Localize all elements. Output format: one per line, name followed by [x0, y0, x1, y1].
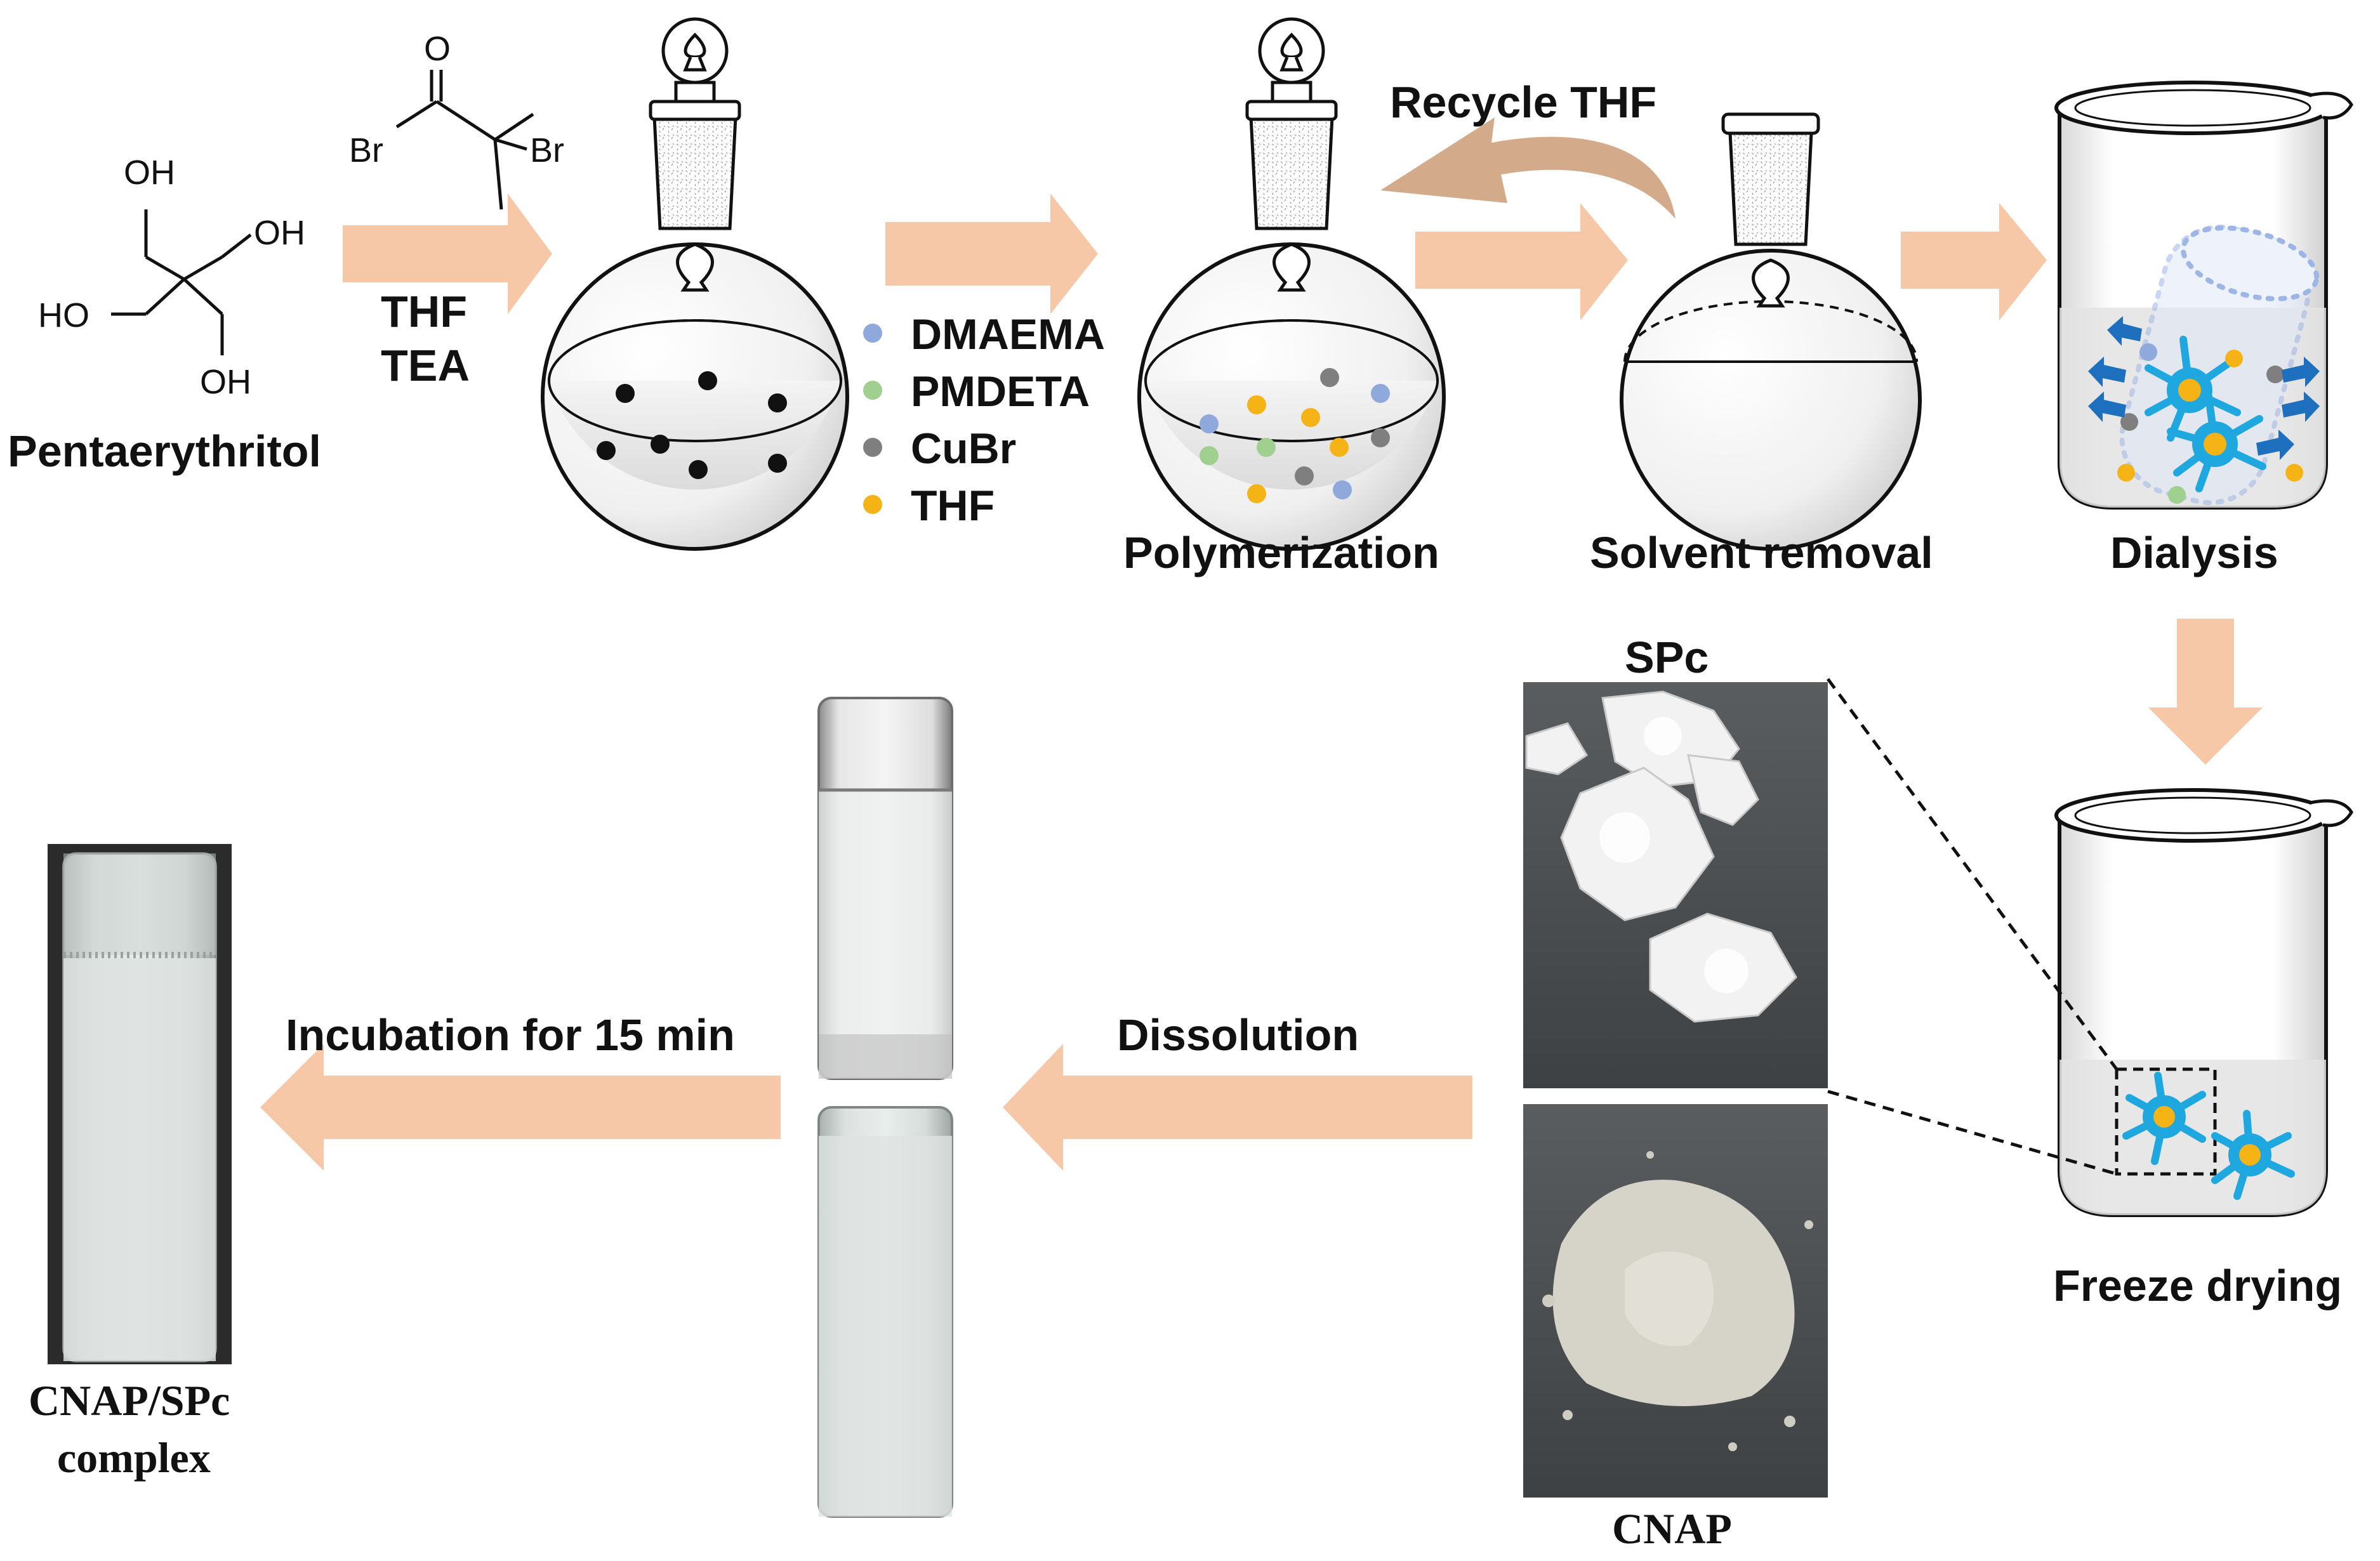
zoom-lines: [1826, 678, 2119, 1176]
br-label-2: Br: [530, 131, 564, 169]
legend-item-thf: THF: [863, 482, 995, 530]
pentaerythritol-label: Pentaerythritol: [8, 426, 321, 476]
dissolution-label: Dissolution: [1117, 1010, 1359, 1060]
spc-label: SPc: [1625, 633, 1709, 682]
beaker-freeze-drying: [2054, 788, 2353, 1217]
flask-initiator: [541, 17, 849, 551]
oxygen-label: O: [424, 30, 451, 68]
legend-dot-pmdeta: [863, 381, 882, 400]
br-label-1: Br: [349, 131, 383, 169]
legend-label-cubr: CuBr: [911, 425, 1016, 473]
bromoisobutyryl-bromide-structure: [395, 70, 534, 210]
flask-polymerization: [1137, 17, 1446, 551]
spc-photo: [1523, 682, 1828, 1088]
legend-item-pmdeta: PMDETA: [863, 367, 1090, 416]
vial-photo-clear: [806, 688, 965, 1082]
micelle-icon: [2211, 1110, 2295, 1200]
legend-item-dmaema: DMAEMA: [863, 310, 1105, 359]
flask-solvent-removal: [1620, 112, 1922, 551]
legend-dot-cubr: [863, 438, 882, 457]
cnap-label: CNAP: [1612, 1505, 1732, 1553]
recycle-thf-label: Recycle THF: [1390, 77, 1656, 127]
recycle-arrow: [1380, 117, 1676, 219]
pentaerythritol-structure: [111, 209, 252, 355]
legend-dot-thf: [863, 495, 882, 514]
reaction-particles: [1200, 368, 1390, 503]
incubation-label: Incubation for 15 min: [286, 1010, 735, 1060]
micelle-icon: [2167, 393, 2266, 492]
legend-label-thf: THF: [911, 482, 995, 530]
ho-label: HO: [38, 296, 89, 334]
vial-photo-complex: [48, 844, 232, 1364]
zoom-box: [2115, 1067, 2217, 1176]
arrow-to-freeze-drying: [2148, 619, 2263, 765]
complex-label-line2: complex: [57, 1433, 211, 1482]
dialysis-particles: [2117, 343, 2303, 504]
oh-label-2: OH: [254, 214, 305, 252]
dialysis-label: Dialysis: [2110, 528, 2278, 577]
oh-label-1: OH: [124, 154, 175, 192]
legend-label-pmdeta: PMDETA: [911, 367, 1090, 416]
legend-dot-dmaema: [863, 324, 882, 343]
arrow-incubation: [260, 1044, 781, 1171]
stopper-icon: [649, 17, 741, 230]
beaker-dialysis: [2054, 81, 2353, 510]
arrow-to-dialysis: [1901, 203, 2047, 320]
polymerization-label: Polymerization: [1123, 528, 1439, 577]
oh-label-3: OH: [200, 363, 251, 401]
reagent-tea-label: TEA: [381, 341, 470, 390]
vial-photo-milky: [806, 1098, 965, 1518]
micelle-icon: [2145, 336, 2241, 442]
solvent-removal-label: Solvent removal: [1590, 528, 1933, 577]
complex-label-line1: CNAP/SPc: [29, 1376, 230, 1425]
reagent-legend: DMAEMA PMDETA CuBr THF: [863, 310, 1105, 530]
micelle-icon: [2122, 1072, 2206, 1165]
outflow-arrow-icons: [2088, 316, 2320, 460]
legend-label-dmaema: DMAEMA: [911, 310, 1105, 359]
arrow-to-polymerization: [885, 194, 1098, 314]
reagent-thf-label: THF: [381, 287, 467, 336]
cnap-photo: [1523, 1104, 1828, 1498]
arrow-esterification: [343, 194, 552, 314]
freeze-drying-label: Freeze drying: [2053, 1261, 2342, 1310]
arrow-to-solvent-removal: [1415, 203, 1628, 320]
stopper-icon: [1245, 17, 1338, 230]
legend-item-cubr: CuBr: [863, 425, 1016, 473]
arrow-dissolution: [1003, 1044, 1472, 1171]
